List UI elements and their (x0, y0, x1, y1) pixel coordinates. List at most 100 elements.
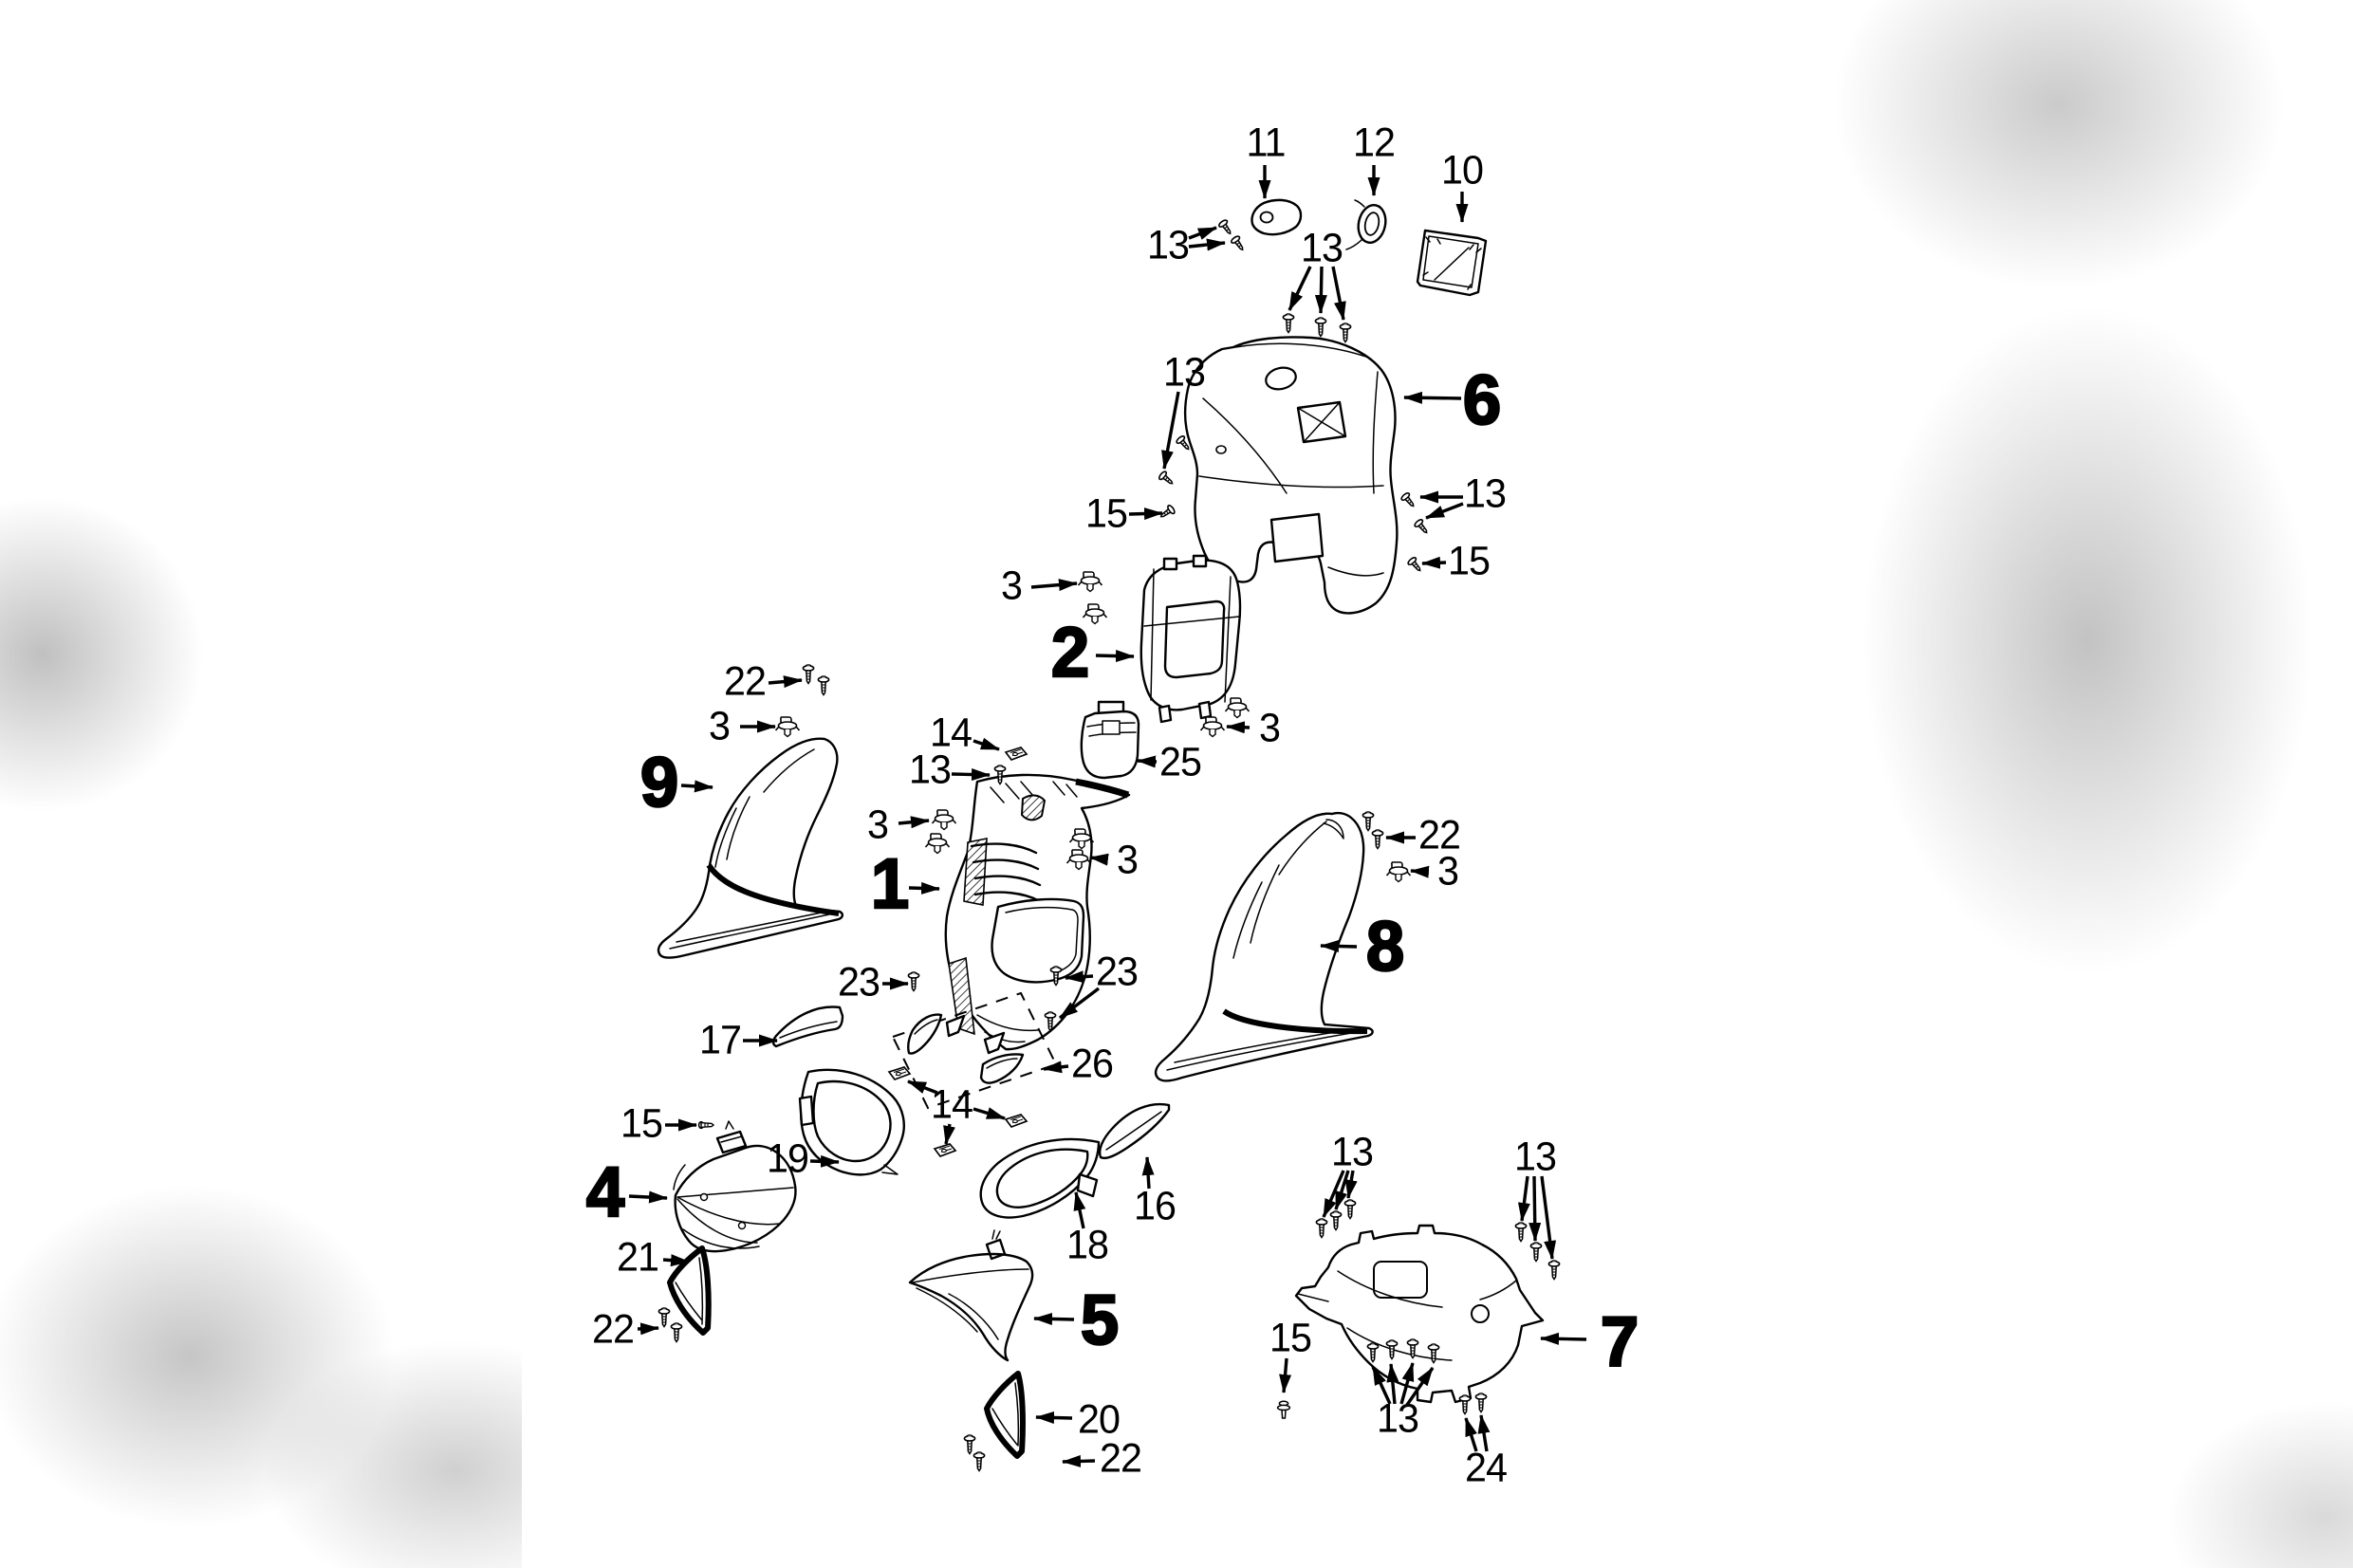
callout-arrow-part-7 (1540, 1332, 1587, 1345)
fastener-screw-flange (1276, 1400, 1291, 1419)
callout-arrow-part-9 (680, 780, 713, 793)
callout-arrow-fastener-3-a (1030, 579, 1078, 592)
fastener-screw (963, 1434, 976, 1455)
callout-arrow-fastener-13-g (1540, 1175, 1557, 1260)
callout-arrow-fastener-22-d (1062, 1454, 1096, 1467)
fastener-screw (670, 1322, 683, 1343)
callout-arrow-fastener-24 (1477, 1414, 1491, 1452)
fastener-screw (1329, 1210, 1343, 1231)
fastener-screw (1514, 1222, 1528, 1243)
callout-arrow-fastener-22-a (768, 675, 803, 689)
callout-arrow-part-25 (1137, 755, 1158, 768)
fastener-clip-flat (888, 1066, 911, 1080)
fastener-screw (1339, 323, 1352, 343)
callout-arrow-fastener-14-b (943, 1123, 955, 1145)
callout-arrow-fastener-15-a (1128, 507, 1163, 521)
part-25-drawing (1080, 700, 1140, 780)
fastener-screw-angled (1157, 470, 1176, 489)
part-7-drawing (1294, 1224, 1545, 1404)
fastener-screw (1366, 1342, 1380, 1363)
fastener-clip (931, 809, 957, 831)
fastener-screw (1343, 1199, 1357, 1220)
part-2-drawing (1139, 554, 1242, 724)
callout-arrow-fastener-3-f (1410, 865, 1430, 878)
callout-arrow-part-21 (662, 1254, 690, 1267)
part-18-drawing (979, 1137, 1101, 1219)
callout-arrow-fastener-23-b (1065, 970, 1094, 984)
part-17-drawing (771, 1005, 844, 1048)
callout-arrow-part-26 (1043, 1061, 1069, 1074)
callout-arrow-fastener-13-e (951, 768, 991, 782)
fastener-clip (1077, 571, 1103, 593)
fastener-screw (1547, 1260, 1561, 1281)
callout-arrow-fastener-13-a (1188, 238, 1226, 251)
callout-arrow-fastener-14-b (973, 1107, 1006, 1120)
callout-arrow-fastener-13-f (1344, 1170, 1358, 1199)
fastener-screw (1371, 829, 1384, 850)
fastener-clip-flat (1005, 747, 1028, 761)
fastener-screw (1362, 811, 1375, 832)
part-19-drawing (798, 1068, 905, 1176)
fastener-screw (973, 1451, 986, 1472)
fastener-clip (1385, 861, 1412, 883)
callout-arrow-part-16 (1141, 1156, 1155, 1190)
part-12-drawing (1345, 199, 1387, 250)
callout-arrow-fastener-13-b (1331, 266, 1346, 321)
fastener-screw-angled (1413, 517, 1432, 537)
callout-arrow-fastener-15-d (1279, 1357, 1292, 1393)
fastener-stud (697, 1120, 714, 1130)
fastener-screw-angled (1406, 555, 1425, 575)
part-4-drawing (673, 1120, 797, 1253)
callout-arrow-fastener-24 (1464, 1417, 1478, 1452)
fastener-screw (1385, 1339, 1399, 1360)
part-5-drawing (908, 1229, 1034, 1362)
fastener-screw (1474, 1393, 1488, 1413)
callout-arrow-fastener-13-c (1161, 391, 1180, 470)
fastener-screw (1315, 1218, 1328, 1239)
callout-arrow-fastener-3-b (1226, 721, 1251, 734)
callout-arrow-fastener-13-f (1334, 1170, 1350, 1210)
fastener-clip (924, 833, 951, 855)
callout-arrow-fastener-22-c (637, 1322, 659, 1336)
callout-arrow-fastener-13-h (1399, 1362, 1415, 1405)
fastener-screw-angled (1399, 490, 1418, 510)
callout-arrow-fastener-13-h (1405, 1367, 1435, 1406)
callout-arrow-fastener-23-b (1058, 987, 1101, 1020)
callout-arrow-part-18 (1073, 1191, 1086, 1229)
callout-arrow-part-1 (908, 881, 940, 895)
part-21-drawing (667, 1245, 712, 1336)
callout-arrow-part-20 (1035, 1411, 1073, 1424)
callout-arrow-fastener-13-g (1517, 1175, 1530, 1222)
callout-arrow-fastener-13-h (1386, 1363, 1399, 1405)
catalog-page-background (522, 0, 1831, 1568)
fastener-clip (1082, 603, 1108, 625)
callout-arrow-fastener-3-e (1089, 853, 1109, 866)
fastener-screw (1529, 1242, 1543, 1263)
callout-arrow-fastener-13-b (1314, 266, 1327, 314)
fastener-screw (1282, 313, 1295, 334)
callout-arrow-fastener-13-b (1288, 266, 1312, 311)
part-8-drawing (1154, 811, 1374, 1082)
callout-arrow-part-8 (1320, 940, 1358, 952)
callout-arrow-fastener-3-d (898, 816, 930, 829)
callout-arrow-fastener-14-a (973, 737, 1000, 751)
callout-arrow-fastener-13-g (1529, 1175, 1542, 1242)
callout-arrow-fastener-13-a (1188, 226, 1217, 240)
fastener-clip (1199, 716, 1226, 738)
fastener-clip (774, 716, 801, 738)
fastener-screw (658, 1307, 671, 1328)
fastener-screw (1427, 1343, 1440, 1364)
fastener-screw (907, 971, 920, 992)
fastener-clip-flat (1005, 1114, 1028, 1128)
fastener-screw (1314, 317, 1327, 338)
fastener-clip-flat (934, 1143, 956, 1157)
fastener-screw-angled (1216, 218, 1235, 237)
part-11-drawing (1251, 198, 1303, 236)
part-1-drawing (944, 773, 1131, 1051)
fastener-screw-angled (1229, 234, 1248, 253)
part-9-drawing (657, 737, 844, 959)
callout-arrow-fastener-13-f (1322, 1170, 1345, 1218)
fastener-screw (1458, 1394, 1472, 1415)
